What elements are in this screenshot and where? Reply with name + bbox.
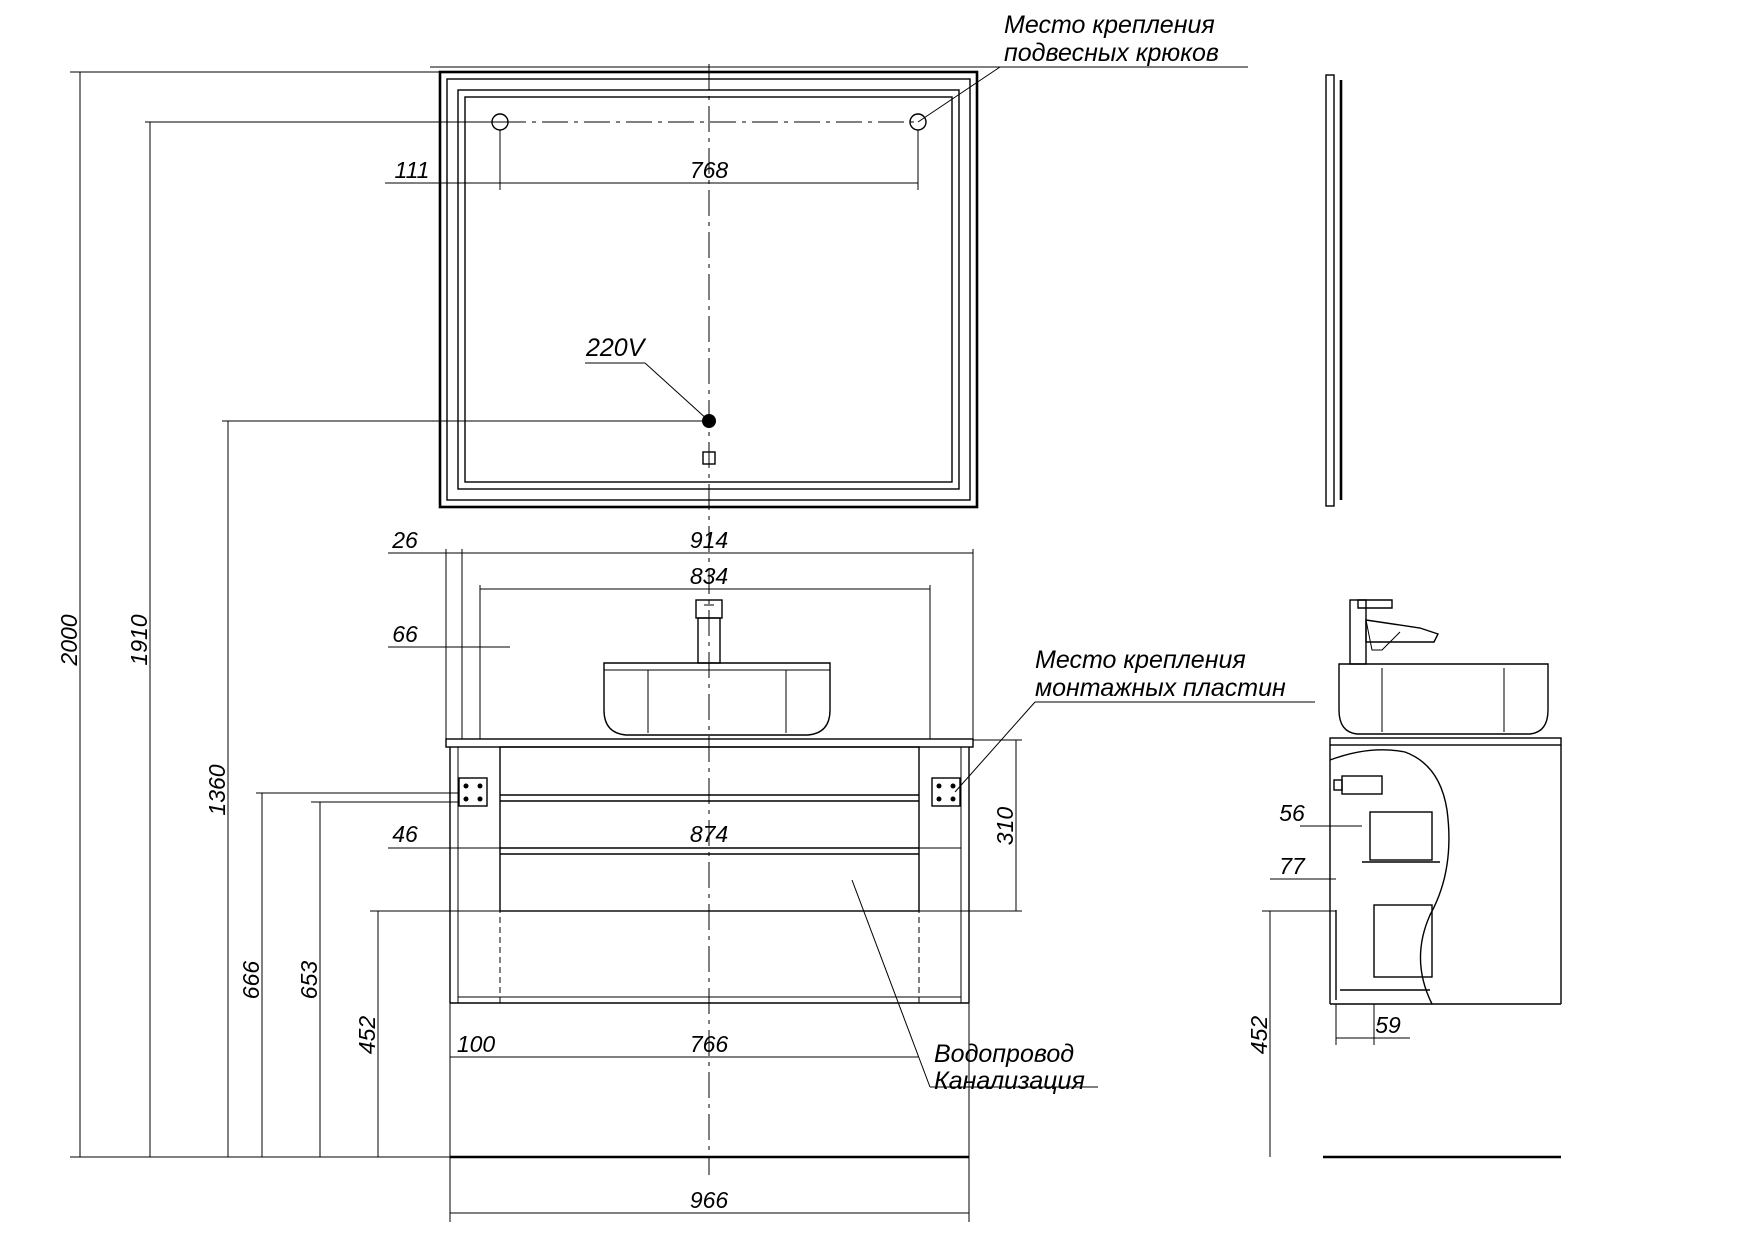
note-sewage: Канализация (934, 1067, 1085, 1095)
dim-total-width: 966 (690, 1187, 729, 1213)
note-mount-plates-2: монтажных пластин (1035, 674, 1286, 702)
dim-plate-height: 666 (238, 961, 264, 1000)
dim-side-offset-1: 56 (1279, 800, 1305, 826)
note-water-supply: Водопровод (934, 1040, 1074, 1068)
mount-plate-left (458, 777, 488, 807)
dim-plate-spacing: 874 (690, 821, 728, 847)
dim-pipe-offset: 100 (457, 1031, 496, 1057)
note-mount-plates-1: Место крепления (1035, 646, 1246, 674)
dim-total-height: 2000 (56, 614, 82, 666)
dim-plate-offset: 46 (392, 821, 418, 847)
mirror-side-view (1325, 74, 1343, 507)
dim-top-width: 914 (690, 527, 728, 553)
cabinet-side-view (1329, 599, 1562, 1005)
dimension-lines (70, 66, 1410, 1222)
dim-basin-offset: 66 (392, 621, 418, 647)
dim-cabinet-height: 310 (992, 807, 1018, 846)
dim-hook-height: 1910 (126, 614, 152, 665)
dim-basin-zone: 834 (690, 563, 728, 589)
faucet-side (1349, 599, 1439, 665)
dim-side-drain-height: 452 (1246, 1016, 1272, 1055)
note-power-socket: 220V (585, 334, 647, 362)
dim-pipe-zone: 766 (690, 1031, 729, 1057)
dim-side-depth: 59 (1375, 1012, 1401, 1038)
dim-cabinet-offset: 26 (391, 527, 418, 553)
dimension-labels: 2000 1910 1360 666 653 452 310 452 111 7… (56, 157, 1401, 1213)
annotations: Место крепления подвесных крюков Место к… (585, 11, 1286, 1095)
note-hook-points-2: подвесных крюков (1004, 39, 1219, 67)
dim-socket-height: 1360 (204, 764, 230, 815)
dim-side-offset-2: 77 (1279, 853, 1306, 879)
dim-hook-offset: 111 (395, 157, 430, 183)
dim-hook-spacing: 768 (690, 157, 729, 183)
mount-plate-right (931, 777, 961, 807)
dim-plate-height-lower: 653 (296, 961, 322, 1000)
basin (603, 662, 831, 736)
note-hook-points-1: Место крепления (1004, 11, 1215, 39)
dim-drain-height: 452 (354, 1016, 380, 1055)
